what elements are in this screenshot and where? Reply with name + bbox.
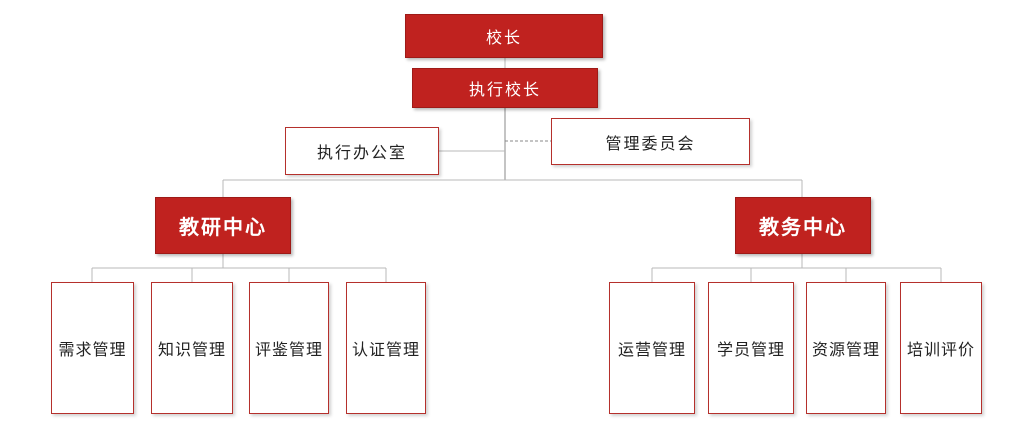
management-committee-label: 管理委员会: [605, 133, 696, 153]
certification-management-node: 认证管理: [346, 282, 426, 414]
management-committee-node: 管理委员会: [551, 118, 750, 165]
affairs-center-node: 教务中心: [735, 197, 871, 254]
executive-principal-label: 执行校长: [468, 80, 541, 99]
resource-management-node: 资源管理: [806, 282, 886, 414]
student-management-node: 学员管理: [708, 282, 794, 414]
evaluation-management-label: 评鉴管理: [254, 340, 323, 359]
knowledge-management-node: 知识管理: [151, 282, 233, 414]
principal-label: 校长: [485, 28, 522, 47]
demand-management-node: 需求管理: [51, 282, 134, 414]
training-evaluation-label: 培训评价: [906, 340, 975, 359]
operations-management-label: 运营管理: [617, 340, 686, 359]
training-evaluation-node: 培训评价: [900, 282, 982, 414]
certification-management-label: 认证管理: [351, 340, 420, 359]
demand-management-label: 需求管理: [58, 340, 127, 359]
research-center-node: 教研中心: [155, 197, 291, 254]
executive-office-label: 执行办公室: [316, 143, 407, 162]
operations-management-node: 运营管理: [609, 282, 695, 414]
affairs-center-label: 教务中心: [759, 215, 847, 239]
executive-office-node: 执行办公室: [285, 127, 439, 175]
evaluation-management-node: 评鉴管理: [249, 282, 329, 414]
executive-principal-node: 执行校长: [412, 68, 598, 108]
principal-node: 校长: [405, 14, 603, 58]
research-center-label: 教研中心: [179, 215, 267, 239]
knowledge-management-label: 知识管理: [157, 340, 226, 359]
resource-management-label: 资源管理: [811, 340, 880, 359]
student-management-label: 学员管理: [716, 340, 785, 359]
